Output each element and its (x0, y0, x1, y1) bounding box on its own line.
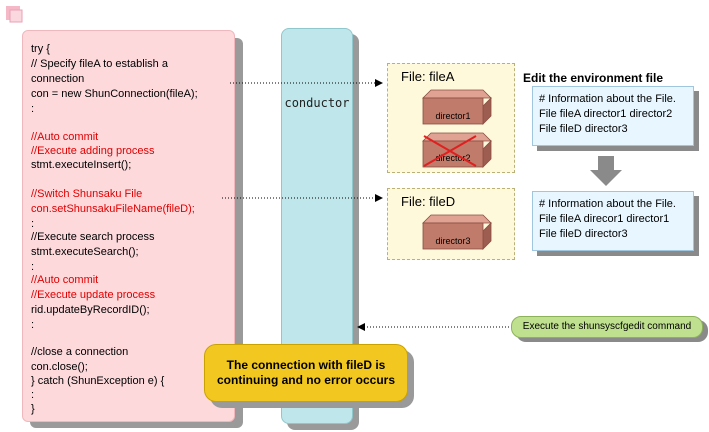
disk-icon (422, 89, 492, 125)
code-line: //Execute adding process (31, 145, 155, 157)
disk-label: director2 (435, 153, 471, 163)
cross-mark-icon (423, 135, 477, 167)
code-line: } (31, 403, 35, 415)
code-line: : (31, 319, 35, 331)
conductor-label: conductor (284, 96, 350, 110)
code-line: stmt.executeInsert(); (31, 159, 132, 171)
code-line: : (31, 218, 35, 230)
code-line: con.setShunsakuFileName(fileD); (31, 203, 195, 215)
code-line: con = new ShunConnection(fileA); (31, 88, 198, 100)
env-line: # Information about the File. (539, 198, 676, 210)
code-line: //close a connection (31, 346, 129, 358)
code-line: : (31, 103, 35, 115)
env-line: File fileA direcor1 director1 (539, 213, 670, 225)
code-line: : (31, 261, 35, 273)
code-line: con.close(); (31, 361, 88, 373)
code-line: // Specify fileA to establish a (31, 58, 168, 70)
env-note-before: # Information about the File. File fileA… (532, 86, 694, 146)
env-line: File fileD director3 (539, 123, 628, 135)
code-line: } catch (ShunException e) { (31, 375, 165, 387)
code-line: : (31, 389, 35, 401)
env-title: Edit the environment file (523, 71, 664, 85)
code-line: connection (31, 73, 85, 85)
code-line: rid.updateByRecordID(); (31, 304, 150, 316)
code-line: try { (31, 43, 50, 55)
env-line: # Information about the File. (539, 93, 676, 105)
disk-icon (422, 214, 492, 250)
fileA-title: File: fileA (401, 69, 455, 84)
disk-icon (422, 132, 492, 168)
code-line: stmt.executeSearch(); (31, 246, 139, 258)
code-line: //Auto commit (31, 274, 99, 286)
code-line: //Execute search process (31, 231, 155, 243)
disk-label: director3 (435, 236, 471, 246)
corner-decoration-icon (6, 6, 23, 23)
message-callout: The connection with fileD is continuing … (204, 344, 408, 402)
disk-label: director1 (435, 111, 471, 121)
env-line: File fileD director3 (539, 228, 628, 240)
message-line: The connection with fileD is (226, 358, 386, 372)
code-panel: try { // Specify fileA to establish a co… (22, 30, 235, 422)
env-note-after: # Information about the File. File fileA… (532, 191, 694, 251)
code-line: //Switch Shunsaku File (31, 188, 143, 200)
env-line: File fileA director1 director2 (539, 108, 673, 120)
fileD-title: File: fileD (401, 194, 456, 209)
code-line: //Auto commit (31, 131, 99, 143)
code-line: //Execute update process (31, 289, 156, 301)
message-line: continuing and no error occurs (216, 373, 395, 387)
command-label: Execute the shunsyscfgedit command (511, 316, 703, 338)
down-arrow-icon (590, 156, 622, 186)
